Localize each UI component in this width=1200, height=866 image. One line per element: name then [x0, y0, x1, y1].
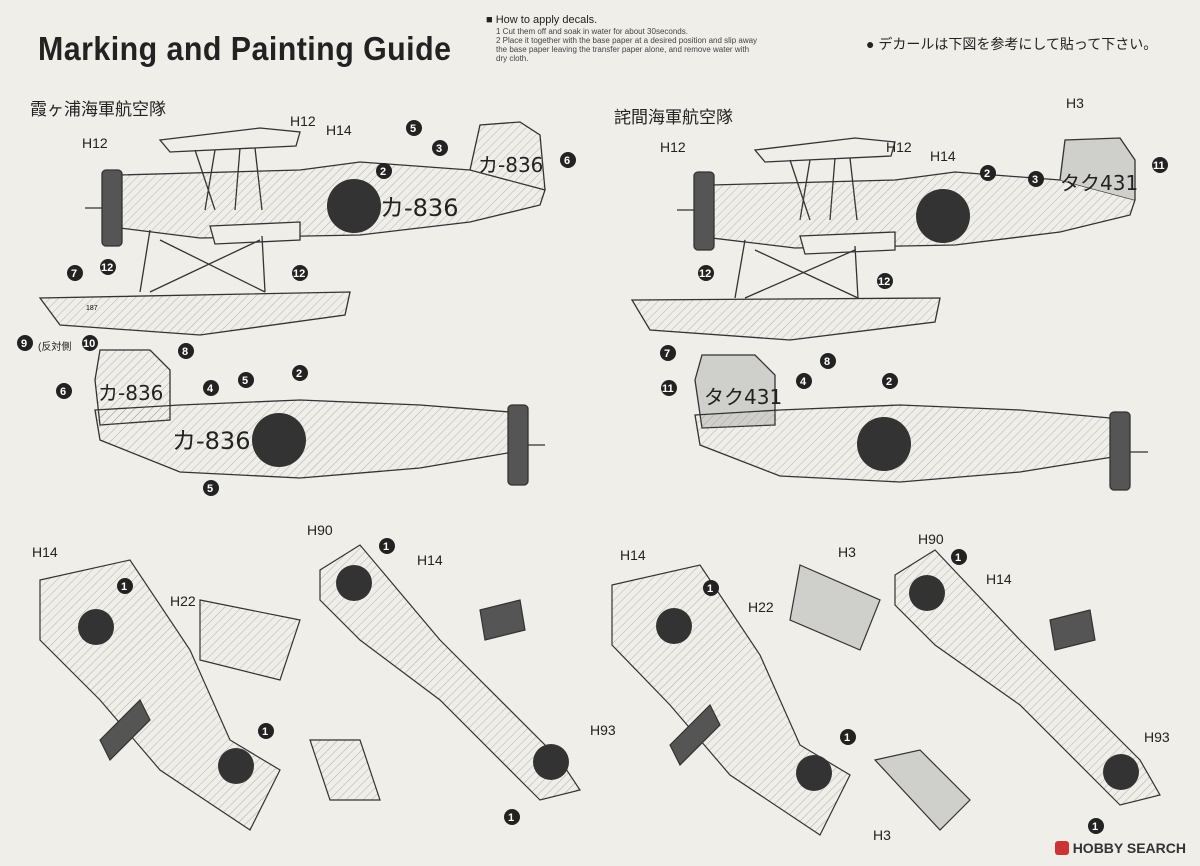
hinomaru-plan-1a	[78, 609, 114, 645]
svg-text:4: 4	[800, 376, 807, 388]
howto-step-2b: the base paper leaving the transfer pape…	[496, 45, 750, 55]
right-tail-code: タク431	[1060, 171, 1138, 195]
svg-text:1: 1	[262, 726, 268, 738]
left-fuselage-code-2: カ-836	[172, 427, 250, 455]
hinomaru-right-side-2	[857, 417, 911, 471]
decal-note-jp: ● デカールは下図を参考にして貼って下さい。	[866, 36, 1158, 52]
howto-heading-text: How to apply decals.	[495, 14, 598, 26]
hinomaru-right-side	[916, 189, 970, 243]
svg-text:1: 1	[121, 581, 127, 593]
svg-text:12: 12	[878, 276, 890, 288]
svg-text:11: 11	[1153, 160, 1165, 172]
callouts-left-side: 2 5 3 6 7 12 12 8 9 10	[17, 120, 576, 359]
hinomaru-plan-4b	[1103, 754, 1139, 790]
float-text: 187	[86, 305, 98, 312]
ref-h22-b: H22	[748, 599, 774, 615]
svg-text:12: 12	[293, 268, 305, 280]
hinomaru-plan-3b	[796, 755, 832, 791]
ref-h93-b: H93	[1144, 729, 1170, 745]
ref-h14-c: H14	[32, 544, 58, 560]
left-tail-code: カ-836	[478, 153, 543, 177]
hinomaru-left-side	[327, 179, 381, 233]
right-aircraft-side-view	[630, 137, 1136, 341]
hinomaru-plan-1b	[218, 748, 254, 784]
svg-text:5: 5	[207, 483, 213, 495]
svg-text:11: 11	[662, 383, 674, 395]
page-title: Marking and Painting Guide	[38, 30, 452, 67]
svg-text:1: 1	[1092, 821, 1098, 833]
ref-h90-a: H90	[307, 522, 333, 538]
svg-text:12: 12	[699, 268, 711, 280]
ref-h3-a: H3	[1066, 95, 1084, 111]
svg-text:8: 8	[824, 356, 830, 368]
ref-h12-d: H12	[886, 139, 912, 155]
svg-text:1: 1	[508, 812, 514, 824]
howto-step-2c: dry cloth.	[496, 54, 529, 64]
ref-h14-b: H14	[930, 148, 956, 164]
svg-text:4: 4	[207, 383, 214, 395]
svg-text:1: 1	[707, 583, 713, 595]
right-tail-code-2: タク431	[704, 385, 782, 409]
svg-text:12: 12	[101, 262, 113, 274]
left-fuselage-code: カ-836	[380, 194, 458, 222]
unit-label-right: 詫間海軍航空隊	[614, 108, 733, 128]
unit-label-left: 霞ヶ浦海軍航空隊	[30, 100, 166, 120]
hinomaru-plan-2a	[336, 565, 372, 601]
ref-h3-b: H3	[838, 544, 856, 560]
svg-text:3: 3	[436, 143, 442, 155]
ref-h22-a: H22	[170, 593, 196, 609]
callouts-left-side-2: 6 4 5 2 5	[56, 365, 308, 496]
howto-step-2: 2 Place it together with the base paper …	[496, 35, 758, 45]
svg-text:6: 6	[564, 155, 570, 167]
hinomaru-plan-4a	[909, 575, 945, 611]
svg-text:2: 2	[380, 166, 386, 178]
svg-text:6: 6	[60, 386, 66, 398]
ref-h12-a: H12	[82, 135, 108, 151]
ref-h3-c: H3	[873, 827, 891, 843]
ref-h12-c: H12	[660, 139, 686, 155]
svg-text:1: 1	[844, 732, 850, 744]
hinomaru-plan-2b	[533, 744, 569, 780]
hinomaru-left-side-2	[252, 413, 306, 467]
callouts-right-side-2: 11 4 2	[661, 373, 898, 396]
svg-text:2: 2	[296, 368, 302, 380]
plan-view-3	[611, 564, 881, 836]
plan-view-2	[309, 544, 581, 801]
ref-h93-a: H93	[590, 722, 616, 738]
left-tail-code-2: カ-836	[98, 381, 163, 405]
howto-heading: ■ How to apply decals.	[486, 14, 598, 26]
plan-view-4	[873, 549, 1161, 831]
svg-text:5: 5	[410, 123, 416, 135]
svg-text:1: 1	[383, 541, 389, 553]
svg-text:7: 7	[71, 268, 77, 280]
left-aircraft-side-view-2	[94, 349, 545, 486]
callouts-right-side: 2 3 11 12 12 7 8	[660, 157, 1168, 369]
svg-text:2: 2	[886, 376, 892, 388]
hinomaru-plan-3a	[656, 608, 692, 644]
ref-h14-a: H14	[326, 122, 352, 138]
ref-h12-b: H12	[290, 113, 316, 129]
svg-text:7: 7	[664, 348, 670, 360]
svg-text:8: 8	[182, 346, 188, 358]
svg-text:1: 1	[955, 552, 961, 564]
ref-h14-d: H14	[417, 552, 443, 568]
hobby-search-logo-icon	[1054, 841, 1069, 855]
svg-text:10: 10	[83, 338, 95, 350]
svg-text:3: 3	[1032, 174, 1038, 186]
howto-step-1: 1 Cut them off and soak in water for abo…	[496, 26, 688, 36]
opposite-side-note: (反対側	[38, 340, 71, 353]
svg-text:9: 9	[21, 338, 27, 350]
decal-instructions: ■ How to apply decals. 1 Cut them off an…	[486, 14, 786, 63]
svg-text:2: 2	[984, 168, 990, 180]
ref-h14-f: H14	[986, 571, 1012, 587]
ref-h14-e: H14	[620, 547, 646, 563]
left-aircraft-side-view	[38, 121, 546, 336]
right-aircraft-side-view-2	[694, 354, 1148, 491]
watermark: HOBBY SEARCH	[1054, 840, 1186, 856]
watermark-text: HOBBY SEARCH	[1072, 840, 1186, 856]
ref-h90-b: H90	[918, 531, 944, 547]
svg-text:5: 5	[242, 375, 248, 387]
